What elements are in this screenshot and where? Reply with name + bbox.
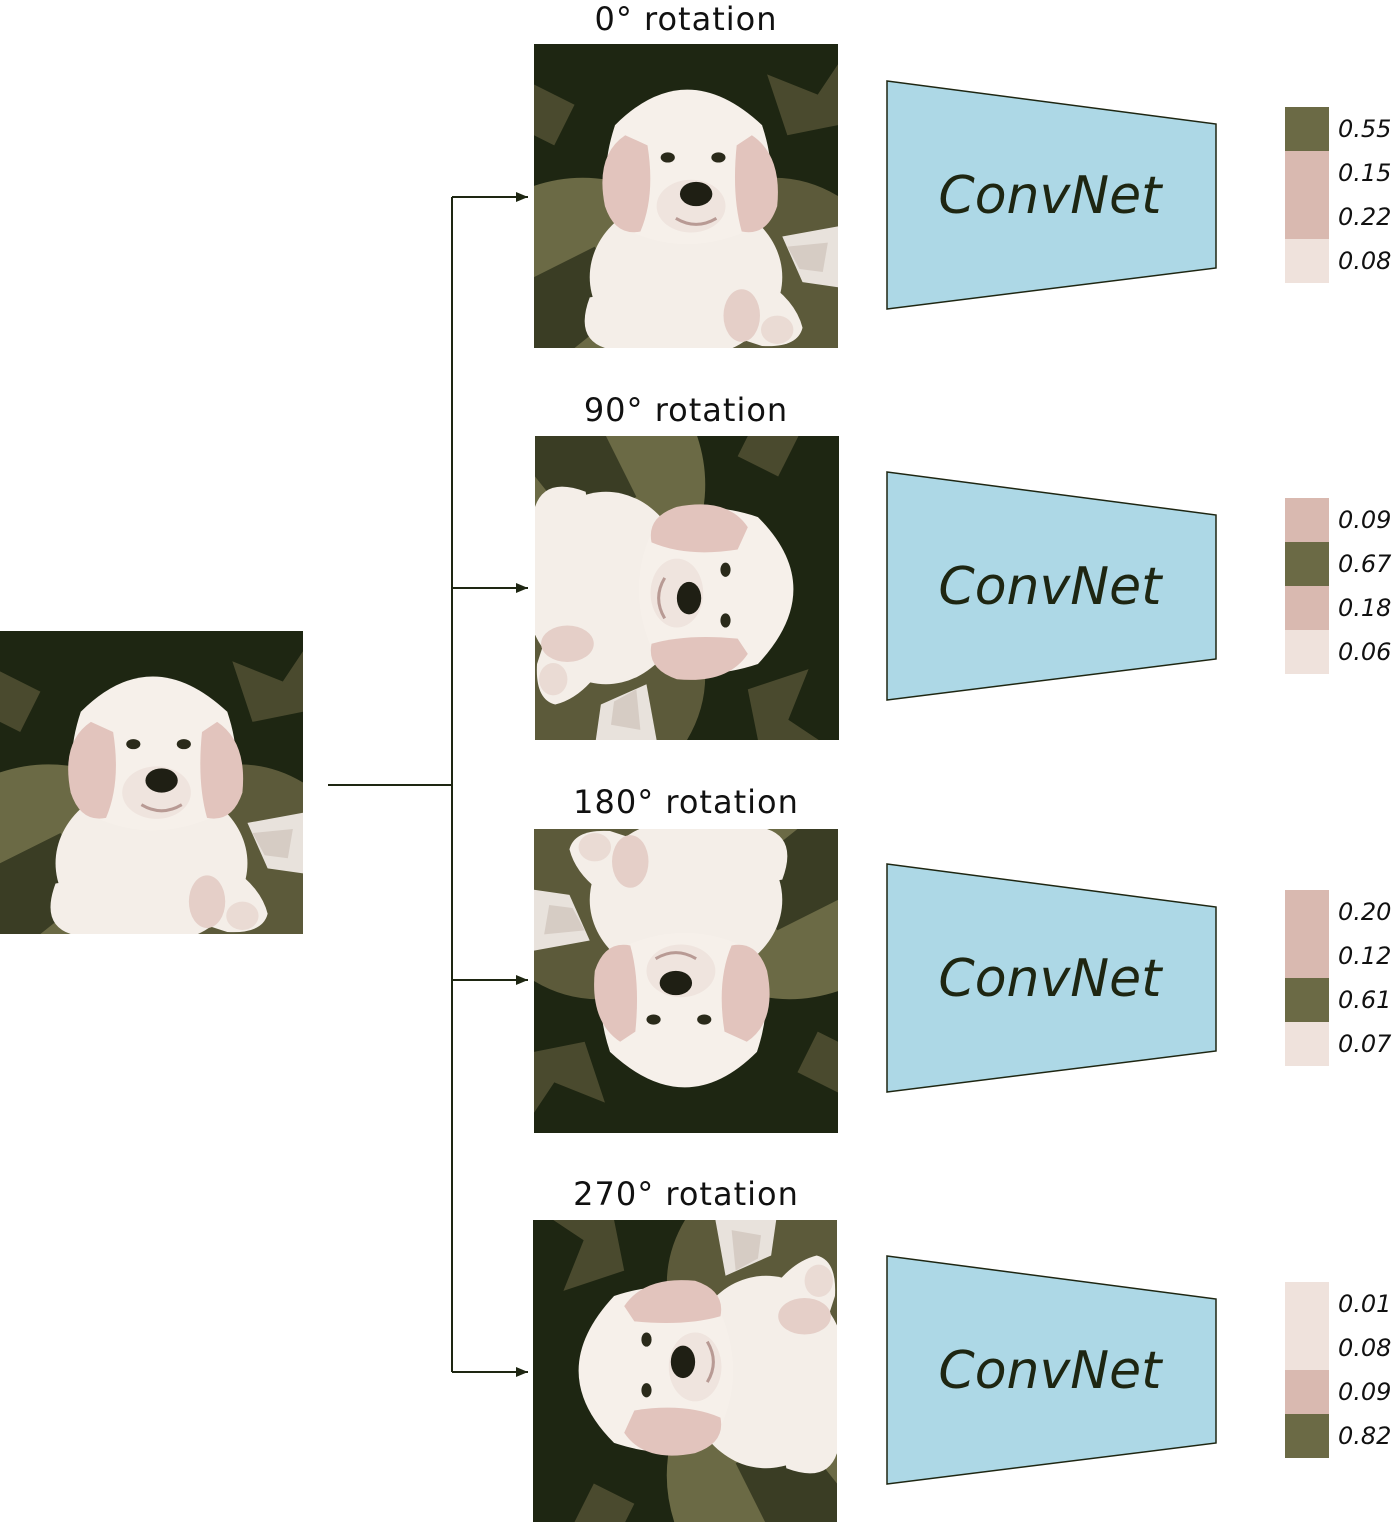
caption-rot180: 180° rotation: [573, 783, 799, 821]
prob-value-rot180-0: 0.20: [1338, 898, 1392, 926]
prob-cell-rot180-1: [1285, 934, 1329, 978]
prob-cell-rot0-0: [1285, 107, 1329, 151]
prob-cell-rot90-3: [1285, 630, 1329, 674]
prob-value-rot270-2: 0.09: [1338, 1378, 1392, 1406]
prob-cell-rot270-3: [1285, 1414, 1329, 1458]
caption-rot90: 90° rotation: [583, 391, 789, 429]
prob-value-rot90-1: 0.67: [1338, 550, 1392, 578]
prob-value-rot180-3: 0.07: [1338, 1030, 1392, 1058]
prob-cell-rot270-0: [1285, 1282, 1329, 1326]
prob-value-rot90-0: 0.09: [1338, 506, 1392, 534]
input-image: [0, 631, 303, 934]
prob-value-rot270-3: 0.82: [1338, 1422, 1392, 1450]
convnet-block-rot180: [886, 863, 1217, 1093]
convnet-label-rot0: ConvNet: [938, 166, 1163, 226]
convnet-block-rot90: [886, 471, 1217, 701]
rotated-image-rot270: [533, 1220, 837, 1524]
prob-cell-rot180-0: [1285, 890, 1329, 934]
prob-cell-rot180-3: [1285, 1022, 1329, 1066]
prob-cell-rot90-0: [1285, 498, 1329, 542]
prob-value-rot0-3: 0.08: [1338, 247, 1392, 275]
prob-value-rot180-1: 0.12: [1338, 942, 1392, 970]
prob-cell-rot0-2: [1285, 195, 1329, 239]
convnet-label-rot90: ConvNet: [938, 557, 1163, 617]
prob-value-rot90-2: 0.18: [1338, 594, 1392, 622]
prob-cell-rot0-1: [1285, 151, 1329, 195]
convnet-label-rot270: ConvNet: [938, 1341, 1163, 1401]
prob-cell-rot270-1: [1285, 1326, 1329, 1370]
prob-value-rot0-0: 0.55: [1338, 115, 1392, 143]
prob-value-rot0-1: 0.15: [1338, 159, 1392, 187]
prob-cell-rot270-2: [1285, 1370, 1329, 1414]
convnet-block-rot270: [886, 1255, 1217, 1485]
rotated-image-rot0: [534, 44, 838, 348]
convnet-block-rot0: [886, 80, 1217, 310]
prob-cell-rot180-2: [1285, 978, 1329, 1022]
prob-value-rot0-2: 0.22: [1338, 203, 1392, 231]
caption-rot270: 270° rotation: [573, 1175, 799, 1213]
rotated-image-rot180: [534, 829, 838, 1133]
convnet-label-rot180: ConvNet: [938, 949, 1163, 1009]
caption-rot0: 0° rotation: [594, 0, 778, 38]
prob-cell-rot0-3: [1285, 239, 1329, 283]
prob-value-rot270-0: 0.01: [1338, 1290, 1392, 1318]
prob-cell-rot90-1: [1285, 542, 1329, 586]
prob-value-rot90-3: 0.06: [1338, 638, 1392, 666]
prob-value-rot270-1: 0.08: [1338, 1334, 1392, 1362]
prob-value-rot180-2: 0.61: [1338, 986, 1392, 1014]
rotated-image-rot90: [535, 436, 839, 740]
prob-cell-rot90-2: [1285, 586, 1329, 630]
